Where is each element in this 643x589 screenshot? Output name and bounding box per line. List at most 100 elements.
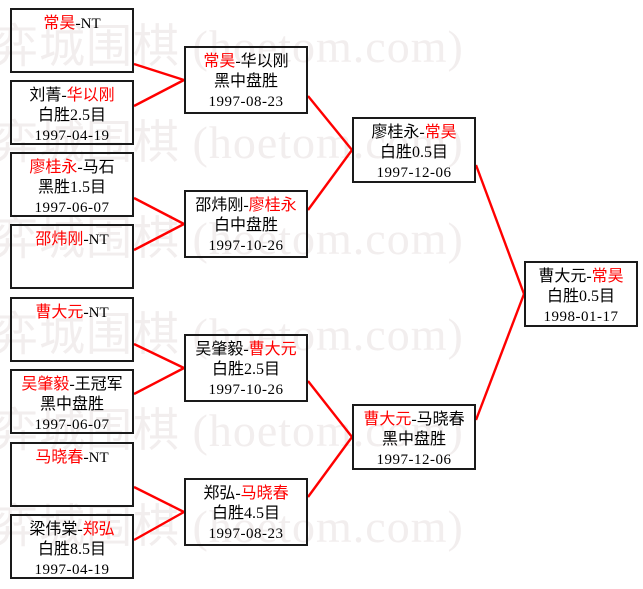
match-box[interactable]: 曹大元-马晓春黑中盘胜 1997-12-06 — [352, 404, 476, 470]
player-right: 华以刚 — [240, 53, 289, 70]
player-left: 郑弘 — [203, 485, 236, 502]
match-box[interactable]: 刘菁-华以刚白胜2.5目 1997-04-19 — [10, 80, 134, 145]
player-right: 郑弘 — [82, 521, 115, 538]
match-date: 1997-08-23 — [208, 525, 284, 542]
player-right: 王冠军 — [74, 376, 123, 393]
player-left: 常昊 — [203, 53, 236, 70]
match-result: 白中盘胜 — [213, 217, 278, 235]
match-result: 白胜2.5目 — [37, 107, 106, 125]
connector-line — [133, 342, 185, 370]
match-result: 白胜8.5目 — [37, 541, 106, 559]
player-right: 华以刚 — [66, 87, 115, 104]
connector-line — [474, 293, 526, 421]
match-players: 郑弘-马晓春 — [186, 484, 306, 504]
match-date: 1997-10-26 — [208, 237, 284, 254]
match-date: 1997-04-19 — [34, 127, 110, 144]
player-right: 曹大元 — [248, 341, 297, 358]
player-left: 常昊 — [43, 15, 76, 32]
match-players: 廖桂永-马石 — [12, 158, 132, 178]
connector-line — [307, 149, 353, 211]
match-box[interactable]: 曹大元-NT — [10, 297, 134, 362]
match-box[interactable]: 常昊-NT — [10, 8, 134, 73]
player-separator: - — [77, 521, 83, 538]
match-players: 吴肇毅-王冠军 — [12, 375, 132, 395]
connector-line — [307, 95, 353, 151]
player-left: 廖桂永 — [29, 159, 78, 176]
player-right: NT — [88, 232, 109, 248]
match-players: 邵炜刚-廖桂永 — [186, 196, 306, 216]
player-right: 常昊 — [424, 124, 457, 141]
match-date: 1997-12-06 — [376, 164, 452, 181]
player-separator: - — [243, 341, 249, 358]
match-players: 曹大元-NT — [12, 303, 132, 323]
player-left: 邵炜刚 — [195, 197, 244, 214]
connector-line — [133, 222, 185, 252]
match-players: 邵炜刚-NT — [12, 230, 132, 250]
match-result: 黑中盘胜 — [213, 73, 278, 91]
match-box[interactable]: 马晓春-NT — [10, 442, 134, 507]
player-separator: - — [586, 268, 592, 285]
player-separator: - — [69, 376, 75, 393]
match-players: 吴肇毅-曹大元 — [186, 340, 306, 360]
match-result: 白胜2.5目 — [211, 361, 280, 379]
player-right: NT — [88, 305, 109, 321]
match-players: 曹大元-马晓春 — [354, 410, 474, 430]
match-players: 梁伟棠-郑弘 — [12, 520, 132, 540]
match-date: 1997-06-07 — [34, 416, 110, 433]
match-box[interactable]: 廖桂永-马石黑胜1.5目 1997-06-07 — [10, 152, 134, 217]
match-players: 常昊-NT — [12, 14, 132, 34]
player-left: 吴肇毅 — [21, 376, 70, 393]
connector-line — [133, 510, 185, 542]
player-separator: - — [235, 485, 241, 502]
player-right: NT — [80, 16, 101, 32]
player-left: 梁伟棠 — [29, 521, 78, 538]
match-date: 1997-10-26 — [208, 381, 284, 398]
match-result: 黑中盘胜 — [39, 396, 104, 414]
player-left: 马晓春 — [35, 449, 84, 466]
player-left: 曹大元 — [363, 411, 412, 428]
match-result: 黑中盘胜 — [381, 431, 446, 449]
connector-line — [307, 380, 353, 438]
match-date: 1997-06-07 — [34, 199, 110, 216]
player-separator: - — [411, 411, 417, 428]
player-right: 常昊 — [591, 268, 624, 285]
connector-line — [133, 485, 185, 514]
match-box[interactable]: 邵炜刚-NT — [10, 224, 134, 289]
match-result: 白胜0.5目 — [379, 144, 448, 162]
match-date: 1997-04-19 — [34, 561, 110, 578]
connector-line — [133, 62, 185, 82]
match-date: 1997-08-23 — [208, 93, 284, 110]
player-left: 刘菁 — [29, 87, 62, 104]
player-left: 曹大元 — [35, 304, 84, 321]
player-separator: - — [83, 231, 89, 248]
player-right: 廖桂永 — [248, 197, 297, 214]
player-separator: - — [83, 449, 89, 466]
player-right: 马晓春 — [240, 485, 289, 502]
player-left: 邵炜刚 — [35, 231, 84, 248]
connector-line — [133, 78, 185, 108]
player-left: 廖桂永 — [371, 124, 420, 141]
match-players: 廖桂永-常昊 — [354, 123, 474, 143]
player-left: 吴肇毅 — [195, 341, 244, 358]
match-result: 黑胜1.5目 — [37, 179, 106, 197]
player-right: 马石 — [82, 159, 115, 176]
player-separator: - — [419, 124, 425, 141]
connector-line — [133, 366, 185, 396]
match-date: 1997-12-06 — [376, 451, 452, 468]
connector-line — [133, 196, 185, 226]
match-result: 白胜4.5目 — [211, 505, 280, 523]
player-separator: - — [243, 197, 249, 214]
connector-line — [307, 436, 353, 498]
connector-line — [474, 164, 526, 295]
player-right: NT — [88, 450, 109, 466]
player-separator: - — [61, 87, 67, 104]
